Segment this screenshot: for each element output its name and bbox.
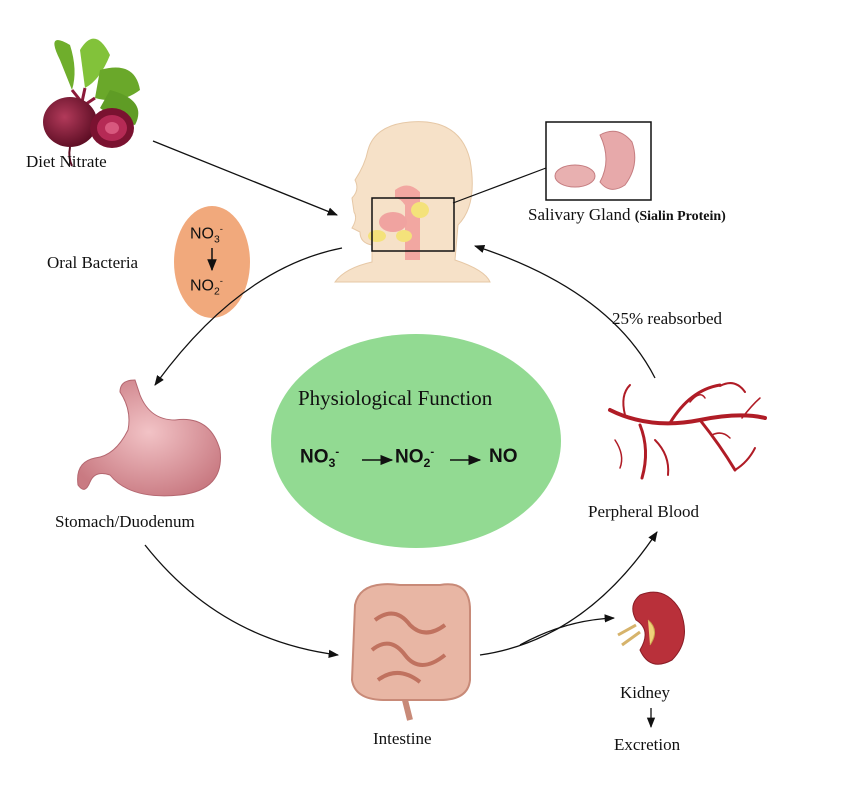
intestine-icon bbox=[350, 583, 471, 721]
arrow-intestine-to-kidney bbox=[519, 614, 616, 646]
arrow-blood-to-mouth bbox=[474, 244, 656, 379]
formula-no: NO bbox=[489, 446, 518, 467]
head-profile-icon bbox=[334, 121, 491, 283]
label-excretion: Excretion bbox=[614, 735, 681, 754]
formula-no3: NO3- bbox=[300, 446, 340, 471]
kidney-icon bbox=[617, 591, 685, 665]
label-intestine: Intestine bbox=[373, 729, 432, 748]
arrow-intestine-to-blood bbox=[479, 531, 658, 656]
bacteria-formula-top: NO3- bbox=[190, 224, 223, 246]
label-reabsorbed: 25% reabsorbed bbox=[612, 309, 722, 328]
label-stomach: Stomach/Duodenum bbox=[55, 512, 195, 531]
beetroot-icon bbox=[43, 38, 140, 167]
formula-no2: NO2- bbox=[395, 446, 435, 471]
bacteria-formula-bottom: NO2- bbox=[190, 276, 223, 298]
arrow-diet-to-mouth bbox=[152, 140, 338, 216]
center-title: Physiological Function bbox=[298, 386, 493, 410]
label-diet-nitrate: Diet Nitrate bbox=[26, 152, 107, 171]
arrow-mouth-to-stomach bbox=[154, 247, 343, 386]
label-kidney: Kidney bbox=[620, 683, 671, 702]
arrow-stomach-to-intestine bbox=[144, 544, 340, 658]
sialin-protein-text: (Sialin Protein) bbox=[634, 209, 726, 224]
salivary-gland-text: Salivary Gland bbox=[528, 205, 631, 224]
blood-vessels-icon bbox=[608, 382, 767, 480]
label-peripheral-blood: Perpheral Blood bbox=[588, 502, 699, 521]
physiological-function-ellipse bbox=[271, 334, 561, 548]
label-oral-bacteria: Oral Bacteria bbox=[47, 253, 139, 272]
salivary-gland-image bbox=[452, 121, 652, 204]
stomach-icon bbox=[77, 379, 221, 497]
label-salivary-gland: Salivary Gland (Sialin Protein) bbox=[528, 205, 726, 225]
